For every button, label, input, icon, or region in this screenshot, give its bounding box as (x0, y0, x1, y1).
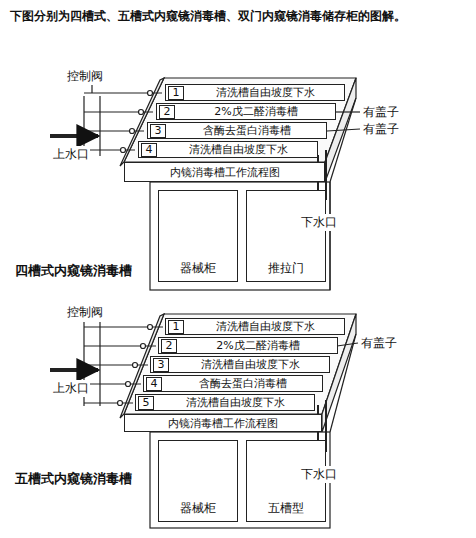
part-label: 上水口 (52, 146, 90, 163)
channel-label: 清洗槽自由坡度下水 (190, 319, 340, 334)
sink-channel: 3 含酶去蛋白消毒槽 (147, 122, 327, 139)
valve (118, 401, 123, 406)
leader-line (91, 85, 92, 93)
channel-number: 4 (146, 377, 162, 391)
sink-channel: 4 含酶去蛋白消毒槽 (143, 375, 323, 392)
channel-number: 4 (141, 143, 157, 157)
channel-label: 清洗槽自由坡度下水 (190, 85, 340, 100)
panel-label: 内镜消毒槽工作流程图 (168, 416, 278, 431)
channel-label: 清洗槽自由坡度下水 (175, 357, 325, 372)
sink-channel: 3 清洗槽自由坡度下水 (150, 356, 330, 373)
valve-pipe (84, 364, 148, 365)
door-label: 器械柜 (180, 260, 216, 277)
valve-pipe (84, 383, 141, 384)
channel-number: 1 (168, 86, 184, 100)
figure-caption: 五槽式内窥镜消毒槽 (14, 470, 133, 488)
sink-top (124, 78, 356, 162)
channel-label: 2%戊二醛消毒槽 (183, 338, 333, 353)
inlet-arrow (50, 368, 98, 372)
part-label: 控制阀 (66, 68, 104, 85)
channel-number: 2 (161, 339, 177, 353)
part-label: 有盖子 (362, 104, 400, 121)
channel-number: 3 (153, 358, 169, 372)
leader-line (337, 343, 358, 346)
figure-caption: 四槽式内窥镜消毒槽 (14, 262, 133, 280)
part-label: 有盖子 (360, 335, 398, 352)
part-label: 上水口 (52, 380, 90, 397)
cabinet-door: 器械柜 (158, 440, 238, 522)
sink-channel: 5 清洗槽自由坡度下水 (135, 394, 315, 411)
channel-number: 1 (168, 320, 184, 334)
sink-channel: 4 清洗槽自由坡度下水 (138, 141, 318, 158)
cabinet-door: 推拉门 (246, 190, 326, 282)
channel-label: 含酶去蛋白消毒槽 (172, 123, 322, 138)
cabinet-edge (329, 182, 330, 290)
cabinet-body (150, 182, 330, 290)
sink-channel: 2 2%戊二醛消毒槽 (156, 103, 336, 120)
part-label: 下水口 (300, 466, 338, 483)
valve (130, 129, 135, 134)
valve (141, 344, 146, 349)
inlet-arrow (50, 134, 98, 138)
part-label: 下水口 (300, 214, 338, 231)
part-label: 有盖子 (362, 121, 400, 138)
channel-number: 5 (138, 396, 154, 410)
sink-channel: 1 清洗槽自由坡度下水 (165, 318, 345, 335)
valve (126, 382, 131, 387)
channel-label: 清洗槽自由坡度下水 (163, 142, 313, 157)
channel-label: 含酶去蛋白消毒槽 (168, 376, 318, 391)
sink-top (124, 314, 356, 414)
door-label: 五槽型 (268, 500, 304, 517)
valve (148, 325, 153, 330)
sink-channel: 1 清洗槽自由坡度下水 (165, 84, 345, 101)
page-title: 下图分别为四槽式、五槽式内窥镜消毒槽、双门内窥镜消毒储存柜的图解。 (10, 8, 468, 25)
channel-number: 3 (150, 124, 166, 138)
front-panel: 内镜消毒槽工作流程图 (124, 162, 325, 182)
valve (148, 91, 153, 96)
part-label: 控制阀 (66, 304, 104, 321)
channel-label: 清洗槽自由坡度下水 (160, 395, 310, 410)
channel-label: 2%戊二醛消毒槽 (181, 104, 331, 119)
cabinet-door: 器械柜 (158, 190, 238, 282)
valve-pipe (84, 402, 133, 403)
valve-pipe (84, 149, 135, 150)
door-label: 推拉门 (268, 260, 304, 277)
leader-line (336, 111, 360, 112)
manifold-pipe (99, 96, 100, 156)
valve (139, 110, 144, 115)
sink-channel: 2 2%戊二醛消毒槽 (158, 337, 338, 354)
front-panel: 内镜消毒槽工作流程图 (124, 414, 322, 432)
channel-number: 2 (159, 105, 175, 119)
panel-label: 内镜消毒槽工作流程图 (170, 165, 280, 180)
valve (133, 363, 138, 368)
door-label: 器械柜 (180, 500, 216, 517)
leader-line (327, 129, 360, 131)
manifold-pipe (99, 322, 100, 406)
valve (121, 148, 126, 153)
